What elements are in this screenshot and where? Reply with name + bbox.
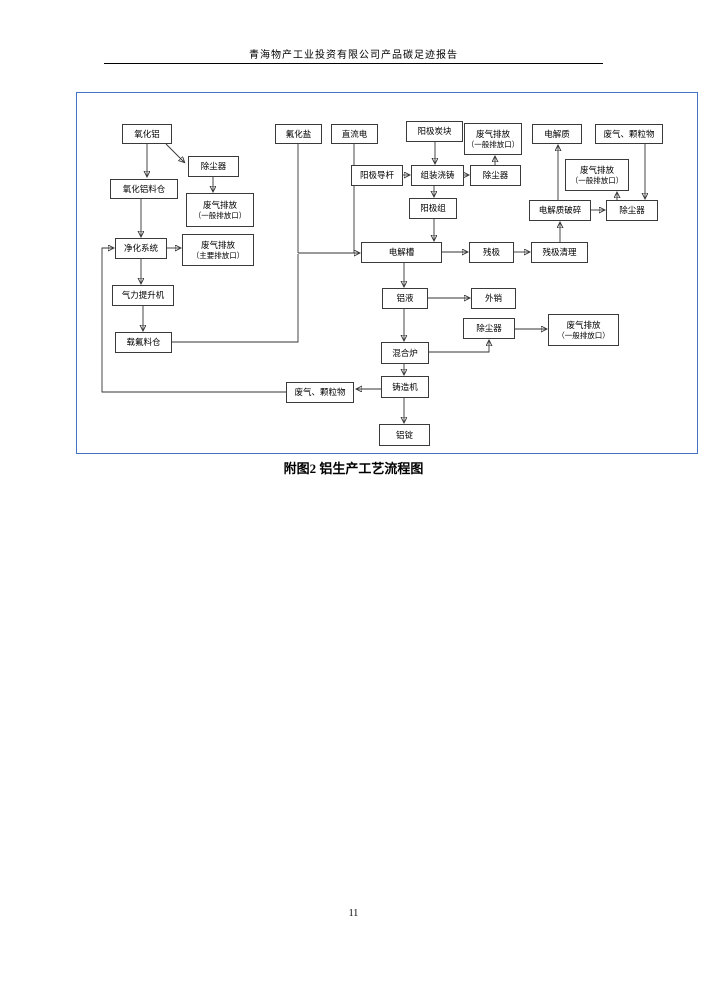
node-waste-gas-discharge-general-1: 废气排放（一般排放口） — [186, 193, 254, 227]
discharge-3-sublabel: （一般排放口） — [570, 175, 624, 185]
node-anode-rod: 阳极导杆 — [351, 165, 403, 186]
discharge-4-sublabel: （一般排放口） — [557, 330, 610, 340]
node-fluoride-silo-label: 载氟料仓 — [126, 337, 161, 348]
node-mixing-furnace: 混合炉 — [381, 342, 429, 364]
node-waste-gas-discharge-main: 废气排放（主要排放口） — [182, 234, 254, 266]
node-dust-collector-1-label: 除尘器 — [200, 161, 227, 172]
node-anode-rod-label: 阳极导杆 — [359, 170, 394, 181]
node-anode-carbon-block: 阳极炭块 — [406, 121, 463, 142]
discharge-1-label: 废气排放 — [202, 200, 237, 211]
node-waste-gas-particulates-2: 废气、颗粒物 — [286, 382, 354, 403]
node-aluminum-ingot: 铝锭 — [379, 424, 430, 446]
node-anode-assembly-label: 阳极组 — [420, 203, 446, 214]
discharge-main-label: 废气排放 — [200, 240, 235, 251]
node-direct-current-label: 直流电 — [341, 128, 368, 139]
header-divider — [104, 63, 603, 64]
node-direct-current: 直流电 — [331, 124, 378, 144]
discharge-1-sublabel: （一般排放口） — [193, 210, 247, 220]
node-molten-aluminum: 铝液 — [382, 288, 428, 309]
node-dust-collector-4: 除尘器 — [463, 318, 515, 339]
discharge-main-sublabel: （主要排放口） — [191, 250, 245, 260]
node-waste-gas-discharge-general-2: 废气排放（一般排放口） — [464, 123, 522, 155]
node-anode-butts: 残极 — [469, 242, 514, 263]
node-casting-machine: 铸造机 — [381, 376, 429, 398]
node-dust-collector-3: 除尘器 — [606, 200, 658, 221]
process-flow-diagram: 氧化铝 除尘器 废气排放（一般排放口） 氧化铝料仓 净化系统 废气排放（主要排放… — [76, 92, 698, 454]
node-waste-gas-discharge-general-3: 废气排放（一般排放口） — [565, 159, 629, 191]
node-mixing-furnace-label: 混合炉 — [392, 347, 418, 358]
node-anode-carbon-block-label: 阳极炭块 — [417, 126, 452, 137]
node-aluminum-ingot-label: 铝锭 — [395, 429, 413, 440]
node-assembly-casting-label: 组装浇铸 — [420, 170, 455, 181]
node-anode-butts-label: 残极 — [482, 247, 500, 258]
node-alumina-label: 氧化铝 — [134, 128, 160, 139]
node-dust-collector-2-label: 除尘器 — [482, 170, 509, 181]
discharge-3-label: 废气排放 — [579, 165, 614, 176]
figure-caption: 附图2 铝生产工艺流程图 — [283, 461, 424, 476]
discharge-2-label: 废气排放 — [475, 129, 510, 140]
node-dust-collector-3-label: 除尘器 — [619, 205, 645, 216]
node-electrolyte-crushing: 电解质破碎 — [529, 200, 591, 221]
node-electrolyte-crushing-label: 电解质破碎 — [538, 205, 582, 216]
node-assembly-casting: 组装浇铸 — [411, 165, 464, 186]
node-electrolyte-label: 电解质 — [544, 128, 570, 139]
node-dust-collector-2: 除尘器 — [470, 165, 521, 186]
node-electrolysis-cell-label: 电解槽 — [388, 247, 415, 258]
node-purification-system-label: 净化系统 — [123, 243, 158, 254]
node-electrolysis-cell: 电解槽 — [361, 242, 442, 263]
flow-arrows — [101, 142, 699, 455]
node-external-sales-label: 外销 — [484, 293, 502, 304]
node-alumina-silo-label: 氧化铝料仓 — [122, 183, 166, 194]
node-casting-machine-label: 铸造机 — [392, 381, 418, 392]
node-purification-system: 净化系统 — [115, 238, 167, 259]
node-anode-assembly: 阳极组 — [409, 198, 457, 219]
node-waste-gas-particulates-2-label: 废气、颗粒物 — [294, 387, 346, 398]
discharge-4-label: 废气排放 — [566, 320, 601, 331]
node-waste-gas-discharge-general-4: 废气排放（一般排放口） — [548, 314, 619, 346]
report-title: 青海物产工业投资有限公司产品碳足迹报告 — [249, 50, 458, 61]
node-molten-aluminum-label: 铝液 — [396, 293, 414, 304]
node-alumina-silo: 氧化铝料仓 — [110, 179, 178, 199]
node-pneumatic-elevator: 气力提升机 — [112, 285, 174, 306]
node-fluoride-salt-label: 氟化盐 — [285, 128, 312, 139]
node-butts-cleaning: 残极清理 — [531, 242, 588, 263]
node-electrolyte: 电解质 — [532, 124, 582, 144]
discharge-2-sublabel: （一般排放口） — [466, 139, 520, 149]
node-external-sales: 外销 — [471, 288, 516, 309]
page-number: 11 — [348, 908, 359, 919]
node-butts-cleaning-label: 残极清理 — [542, 247, 577, 258]
node-alumina: 氧化铝 — [122, 124, 172, 144]
node-pneumatic-elevator-label: 气力提升机 — [121, 290, 165, 301]
node-dust-collector-4-label: 除尘器 — [476, 323, 502, 334]
node-fluoride-salt: 氟化盐 — [275, 124, 322, 144]
node-waste-gas-particulates-1-label: 废气、颗粒物 — [603, 128, 655, 139]
node-fluoride-silo: 载氟料仓 — [115, 332, 172, 353]
node-dust-collector-1: 除尘器 — [188, 156, 239, 177]
node-waste-gas-particulates-1: 废气、颗粒物 — [595, 124, 663, 144]
